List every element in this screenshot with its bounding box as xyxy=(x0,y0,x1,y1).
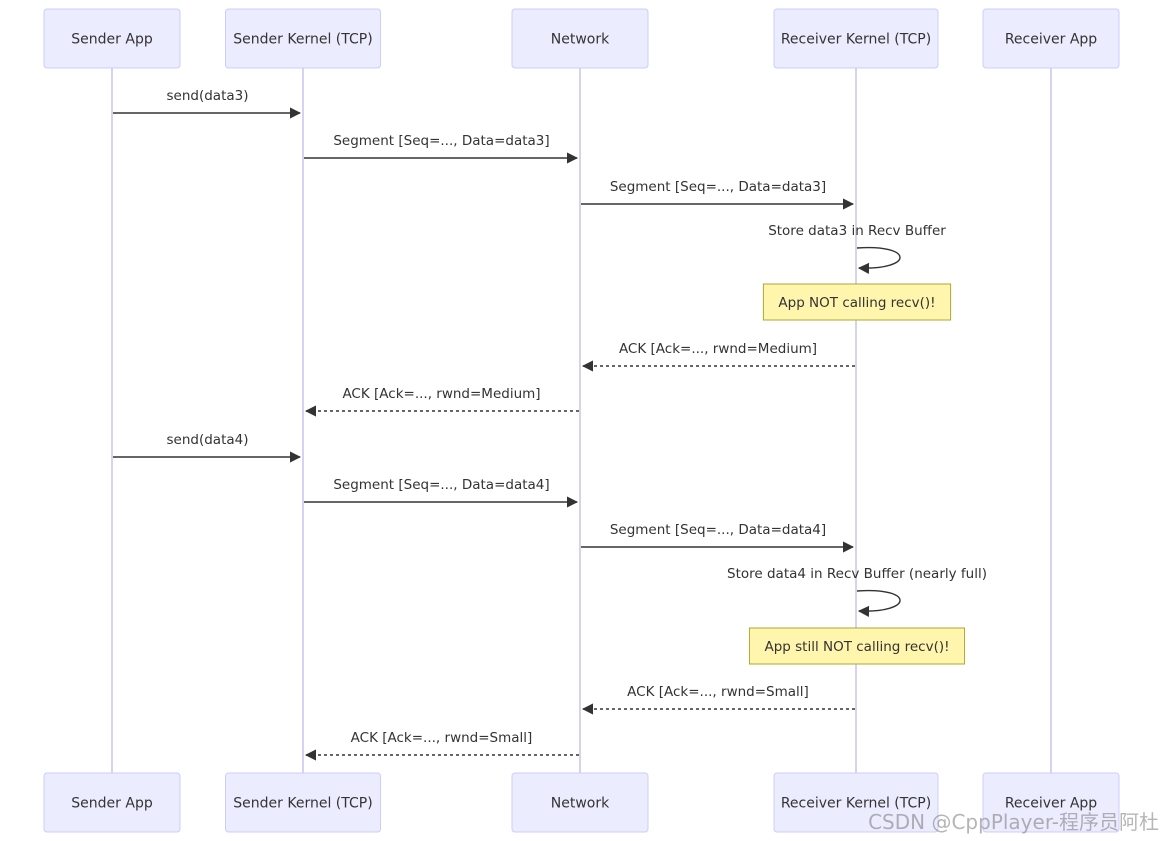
self-message-arrow xyxy=(856,246,901,274)
message-label: ACK [Ack=..., rwnd=Small] xyxy=(351,730,533,746)
actor-box xyxy=(43,772,181,833)
actors-top: Sender App Sender Kernel (TCP) Network Rece… xyxy=(43,8,1120,69)
note-4: App NOT calling recv()! xyxy=(762,283,952,321)
message-9: Segment [Seq=..., Data=data4] xyxy=(581,522,855,553)
actor-receiver-app-bottom: Receiver App xyxy=(982,772,1120,833)
actor-box xyxy=(511,772,649,833)
self-message-arrow xyxy=(856,589,901,617)
actor-label: Receiver App xyxy=(1005,32,1097,48)
actor-box xyxy=(773,8,939,69)
lifelines xyxy=(111,68,1052,773)
actor-sender-app-top: Sender App xyxy=(43,8,181,69)
actor-label: Sender Kernel (TCP) xyxy=(233,32,372,48)
actor-box xyxy=(982,772,1120,833)
message-13: ACK [Ack=..., rwnd=Small] xyxy=(304,730,579,761)
message-label: Segment [Seq=..., Data=data4] xyxy=(333,477,549,493)
actor-label: Sender App xyxy=(71,796,153,812)
actor-sender-kernel-bottom: Sender Kernel (TCP) xyxy=(225,772,381,833)
actor-network-bottom: Network xyxy=(511,772,649,833)
message-label: send(data3) xyxy=(167,88,249,104)
message-label: ACK [Ack=..., rwnd=Small] xyxy=(627,684,809,700)
note-label: App still NOT calling recv()! xyxy=(764,639,949,655)
note-label: App NOT calling recv()! xyxy=(778,295,935,311)
message-1: Segment [Seq=..., Data=data3] xyxy=(304,133,579,164)
actor-label: Sender Kernel (TCP) xyxy=(233,796,372,812)
actor-receiver-app-top: Receiver App xyxy=(982,8,1120,69)
message-8: Segment [Seq=..., Data=data4] xyxy=(304,477,579,508)
actor-label: Sender App xyxy=(71,32,153,48)
actor-sender-app-bottom: Sender App xyxy=(43,772,181,833)
diagram-steps: send(data3) Segment [Seq=..., Data=data3]… xyxy=(113,88,987,761)
self-message-10: Store data4 in Recv Buffer (nearly full) xyxy=(727,566,987,617)
message-label: send(data4) xyxy=(167,432,249,448)
note-11: App still NOT calling recv()! xyxy=(748,627,966,665)
actor-box xyxy=(43,8,181,69)
message-12: ACK [Ack=..., rwnd=Small] xyxy=(581,684,855,715)
message-0: send(data3) xyxy=(113,88,302,119)
actor-sender-kernel-top: Sender Kernel (TCP) xyxy=(225,8,381,69)
message-label: Segment [Seq=..., Data=data4] xyxy=(610,522,826,538)
message-label: Segment [Seq=..., Data=data3] xyxy=(610,179,826,195)
actor-label: Receiver App xyxy=(1005,796,1097,812)
message-label: Segment [Seq=..., Data=data3] xyxy=(333,133,549,149)
actors-bottom: Sender App Sender Kernel (TCP) Network Rece… xyxy=(43,772,1120,833)
actor-box xyxy=(511,8,649,69)
message-2: Segment [Seq=..., Data=data3] xyxy=(581,179,855,210)
message-6: ACK [Ack=..., rwnd=Medium] xyxy=(304,386,579,417)
actor-label: Receiver Kernel (TCP) xyxy=(781,32,931,48)
self-message-label: Store data3 in Recv Buffer xyxy=(768,223,946,239)
actor-box xyxy=(773,772,939,833)
actor-box xyxy=(225,8,381,69)
note-box xyxy=(748,627,966,665)
message-label: ACK [Ack=..., rwnd=Medium] xyxy=(619,341,817,357)
actor-receiver-kernel-top: Receiver Kernel (TCP) xyxy=(773,8,939,69)
note-box xyxy=(762,283,952,321)
watermark: CSDN @CppPlayer-程序员阿杜 xyxy=(868,810,1159,834)
message-label: ACK [Ack=..., rwnd=Medium] xyxy=(342,386,540,402)
actor-label: Network xyxy=(551,32,610,48)
actor-box xyxy=(225,772,381,833)
message-5: ACK [Ack=..., rwnd=Medium] xyxy=(581,341,855,372)
message-7: send(data4) xyxy=(113,432,302,463)
actor-label: Receiver Kernel (TCP) xyxy=(781,796,931,812)
self-message-3: Store data3 in Recv Buffer xyxy=(768,223,946,274)
actor-label: Network xyxy=(551,796,610,812)
actor-receiver-kernel-bottom: Receiver Kernel (TCP) xyxy=(773,772,939,833)
actor-box xyxy=(982,8,1120,69)
actor-network-top: Network xyxy=(511,8,649,69)
self-message-label: Store data4 in Recv Buffer (nearly full) xyxy=(727,566,987,582)
